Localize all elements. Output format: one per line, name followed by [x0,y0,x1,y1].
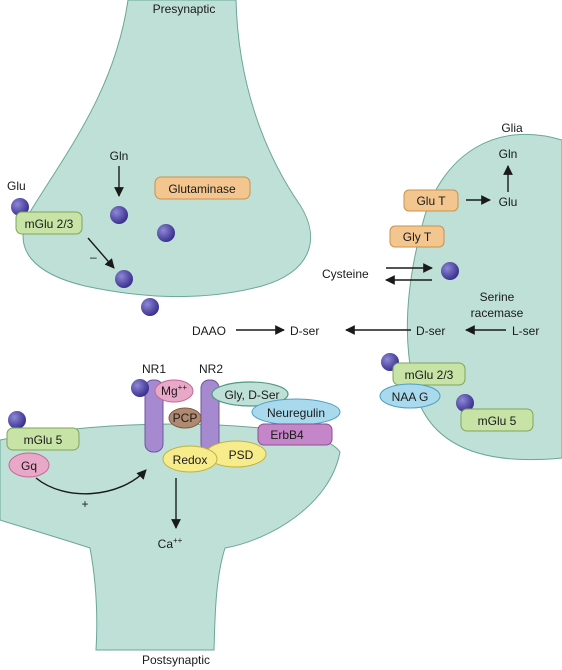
glia-mglu23-label: mGlu 2/3 [405,368,454,382]
serine-label: Serine [480,290,515,304]
glia-molecule-1 [441,262,459,280]
pre-minus-sign: – [90,250,97,264]
erbb4-box [257,423,333,446]
pre-mglu23-label: mGlu 2/3 [25,217,74,231]
nr1-label: NR1 [142,362,166,376]
postsynaptic-label: Postsynaptic [142,653,210,667]
pre-molecule-1 [110,206,128,224]
glia-mglu5-label: mGlu 5 [478,414,517,428]
pre-glu-label: Glu [7,179,26,193]
middle-d-ser-label: D-ser [290,324,319,338]
post-mglu5-label: mGlu 5 [24,433,63,447]
redox-label: Redox [173,453,208,467]
nr1-molecule [131,379,149,397]
daao-label: DAAO [192,324,226,338]
psd-label: PSD [229,448,254,462]
glia-label: Glia [501,121,523,135]
pre-inhibition-arrow [87,237,115,269]
mg-superscript: ++ [178,383,188,392]
naag-oval [379,383,441,409]
gq-label: Gq [21,459,37,473]
erbb4-label: ErbB4 [270,428,304,442]
gly-t-box [389,225,445,248]
gq-oval [8,452,50,478]
cleft-molecule [141,298,159,316]
glia-mglu5-molecule [456,394,474,412]
neuregulin-label: Neuregulin [267,406,325,420]
post-mglu5-molecule [8,411,26,429]
glutaminase-label: Glutaminase [168,182,236,196]
gly-dser-label: Gly, D-Ser [224,388,279,402]
pre-mglu23-box [15,211,83,235]
nr2-label: NR2 [199,362,223,376]
glia-mglu5-box [460,408,534,432]
glia-gln-label: Gln [499,147,518,161]
pre-molecule-3 [115,270,133,288]
glia-mglu23-box [392,362,466,386]
post-mglu5-box [6,427,80,451]
ca-superscript: ++ [173,536,183,545]
redox-oval [162,445,218,473]
l-ser-label: L-ser [512,324,539,338]
naag-label: NAA G [392,390,429,404]
gly-t-label: Gly T [403,230,432,244]
gq-activation-arrow [35,469,147,495]
pcp-oval [168,407,202,429]
mg-oval [154,379,194,403]
pre-gln-label: Gln [110,149,129,163]
cysteine-label: Cysteine [322,267,369,281]
plus-sign: + [81,497,88,511]
glu-t-box [403,189,459,212]
pcp-label: PCP [173,411,198,425]
pre-molecule-2 [157,224,175,242]
mg-label: Mg++ [161,383,187,398]
glu-t-label: Glu T [416,194,446,208]
presynaptic-terminal [22,0,312,297]
glutaminase-box [154,176,251,200]
ca-label: Ca++ [158,536,183,551]
racemase-label: racemase [471,306,524,320]
glia-d-ser-label: D-ser [416,324,445,338]
glia-glu-label: Glu [499,195,518,209]
presynaptic-label: Presynaptic [153,2,216,16]
gly-dser-oval [211,381,289,407]
